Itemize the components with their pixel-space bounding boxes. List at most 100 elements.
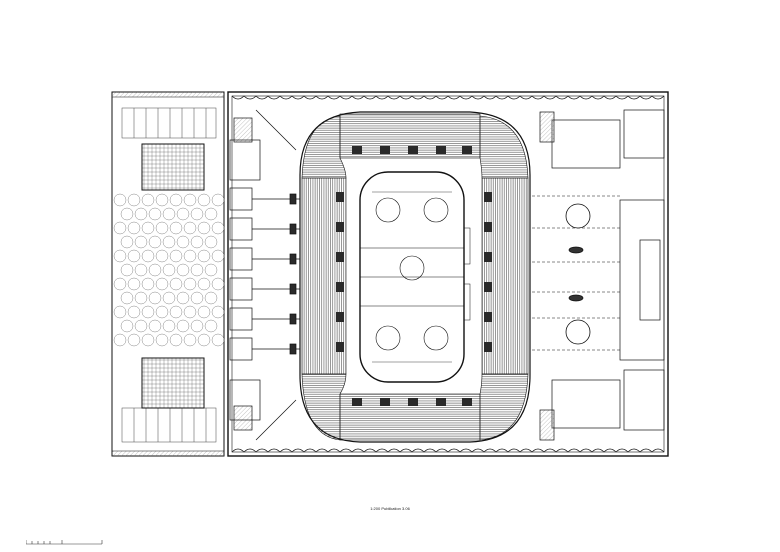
players-bench [463,227,471,265]
scallop [483,448,497,453]
paving-circle [162,319,176,333]
vomitory [462,398,472,406]
paving-circle [183,333,197,347]
paving-circle [211,277,225,291]
scallop [435,95,449,100]
paving-circle [204,319,218,333]
west-plaza-annex [111,91,225,457]
west-stand [301,177,347,375]
circle-paving-pattern [113,193,225,347]
paving-circle [148,207,162,221]
faceoff-circle [375,325,401,351]
paving-circle [155,193,169,207]
scallop [435,448,449,453]
vomitory [336,222,344,232]
paving-circle [204,235,218,249]
paving-circle [148,235,162,249]
scallop [291,95,305,100]
paving-circle [197,193,211,207]
corner-se [479,373,529,441]
paving-circle [176,263,190,277]
paving-circle [148,263,162,277]
paving-circle [134,291,148,305]
skylight-south [141,357,205,409]
paving-circle [183,305,197,319]
scallop [399,95,413,100]
scallop [543,448,557,453]
planter-grid-top [121,107,217,139]
paving-circle [120,235,134,249]
paving-circle [113,193,127,207]
scallop [447,95,461,100]
scallop [543,95,557,100]
paving-circle [204,207,218,221]
center-circle [399,255,425,281]
scallop [267,95,281,100]
scallop [243,95,257,100]
scallop [351,95,365,100]
paving-circle [148,319,162,333]
scallop [627,448,641,453]
paving-circle [155,221,169,235]
paving-circle [134,207,148,221]
scallop [351,448,365,453]
scallop [567,95,581,100]
paving-circle [176,235,190,249]
zamboni-south [568,294,584,302]
scallop [339,95,353,100]
scallop [591,448,605,453]
paving-circle [113,333,127,347]
faceoff-circle [375,197,401,223]
scallop [387,448,401,453]
stair-block [289,253,297,265]
vomitory [484,282,492,292]
paving-circle [204,291,218,305]
scallop [279,95,293,100]
vomitory [484,222,492,232]
faceoff-circle [423,325,449,351]
faceoff-circle [423,197,449,223]
turntable-south [565,319,591,345]
paving-circle [190,235,204,249]
scallop [615,448,629,453]
paving-circle [155,277,169,291]
stair-block [289,193,297,205]
paving-circle [127,305,141,319]
scallop [375,95,389,100]
scallop [531,95,545,100]
scallop [615,95,629,100]
scallop [255,448,269,453]
paving-circle [155,305,169,319]
scallop [363,95,377,100]
scallop [447,448,461,453]
vomitory [336,312,344,322]
paving-circle [162,235,176,249]
east-service-wing [532,109,665,441]
scallop [267,448,281,453]
scallop [627,95,641,100]
scallop [471,95,485,100]
paving-circle [127,249,141,263]
paving-circle [162,263,176,277]
paving-circle [211,193,225,207]
scale-bar [26,540,103,545]
paving-circle [113,249,127,263]
drawing-caption: 1:200 Publikation 3.06 [370,506,410,511]
paving-circle [113,277,127,291]
scallop [303,448,317,453]
paving-circle [162,291,176,305]
turntable-north [565,203,591,229]
scallop [423,448,437,453]
scallop [555,95,569,100]
vomitory [484,192,492,202]
paving-circle [141,333,155,347]
paving-circle [120,291,134,305]
paving-circle [183,249,197,263]
paving-circle [190,207,204,221]
paving-circle [141,221,155,235]
paving-circle [162,207,176,221]
vomitory [484,342,492,352]
paving-circle [134,263,148,277]
paving-circle [148,291,162,305]
paving-circle [141,249,155,263]
